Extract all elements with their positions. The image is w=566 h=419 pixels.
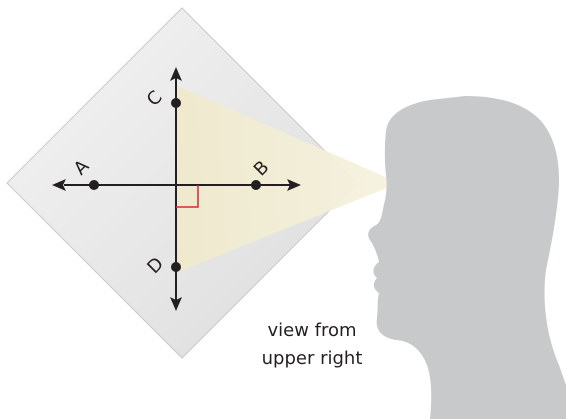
caption-line-2: upper right <box>262 348 363 369</box>
arrow-down <box>170 297 182 311</box>
point-a <box>89 180 99 190</box>
point-d <box>171 262 181 272</box>
arrow-left <box>52 179 66 191</box>
point-c <box>171 98 181 108</box>
point-b <box>251 180 261 190</box>
view-cone <box>178 86 399 272</box>
arrow-up <box>170 67 182 81</box>
arrow-right <box>287 179 301 191</box>
right-angle-mark <box>176 185 199 208</box>
caption-line-1: view from <box>267 320 356 341</box>
head-silhouette <box>368 96 566 419</box>
